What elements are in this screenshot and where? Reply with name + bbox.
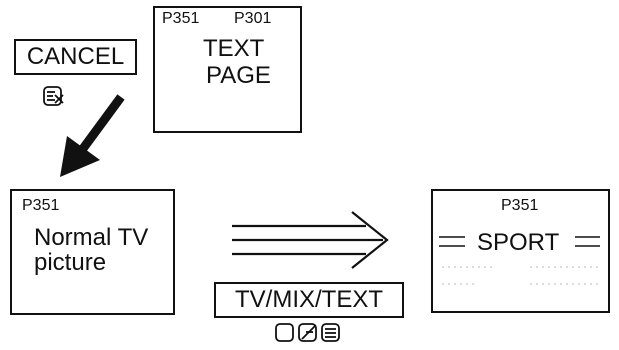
screen-text-line-2: picture: [34, 249, 107, 276]
screen-text-line-2: PAGE: [206, 62, 271, 89]
screen-page-number-left: P351: [162, 10, 200, 27]
screen-title: SPORT: [477, 229, 560, 256]
tv-mode-icon: [275, 323, 294, 342]
tv-picture-screen: P351 Normal TV picture: [10, 189, 175, 315]
sport-page-screen: P351 SPORT: [431, 189, 610, 313]
tv-mix-text-button[interactable]: TV/MIX/TEXT: [214, 282, 404, 318]
screen-page-number-right: P301: [234, 10, 272, 27]
text-page-screen: P351 P301 TEXT PAGE: [153, 6, 302, 133]
screen-page-number: P351: [22, 197, 60, 214]
screen-text-line-1: TEXT: [203, 35, 265, 62]
screen-text-line-1: Normal TV: [34, 224, 149, 251]
text-mode-icon: [321, 323, 340, 342]
cancel-button[interactable]: CANCEL: [14, 39, 137, 75]
screen-page-number: P351: [501, 197, 539, 214]
mix-mode-icon: [298, 323, 317, 342]
